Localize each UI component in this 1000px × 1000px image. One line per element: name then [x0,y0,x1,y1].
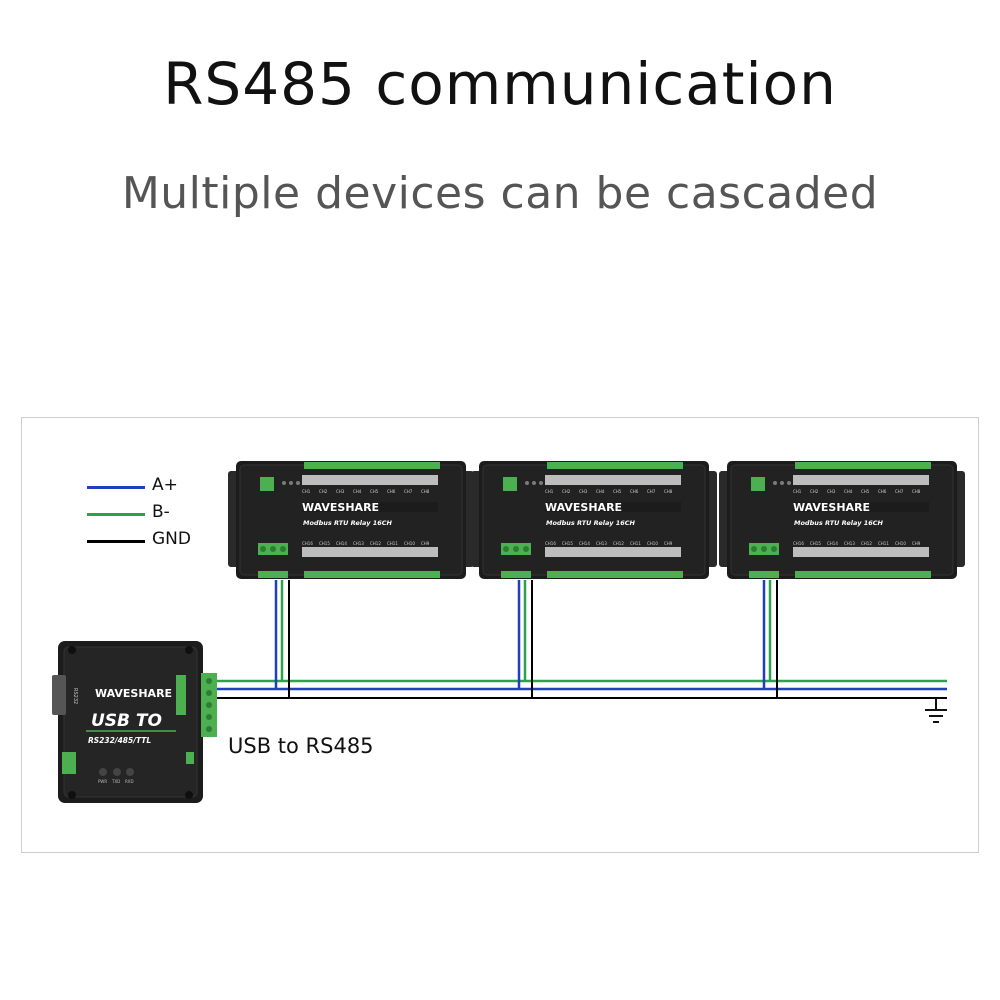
converter-caption: USB to RS485 [228,734,374,758]
legend-line-gnd [87,540,145,543]
usb-converter [52,641,217,803]
relay-2-ch-top-8: CH8 [664,489,673,494]
relay-2-ch-bot-2: CH15 [562,541,573,546]
relay-2-ch-top-6: CH6 [630,489,639,494]
relay-3-ch-top-2: CH2 [810,489,819,494]
relay-3-ch-bot-4: CH13 [844,541,855,546]
legend-line-b [87,513,145,516]
relay-3-ch-top-5: CH5 [861,489,870,494]
relay-1-ch-bot-3: CH14 [336,541,347,546]
converter-led-txd: TXD [111,779,120,784]
relay-1-ch-top-7: CH7 [404,489,413,494]
relay-3-ch-top-6: CH6 [878,489,887,494]
relay-2-ch-bot-3: CH14 [579,541,590,546]
diagram-subtitle: Multiple devices can be cascaded [121,168,879,219]
relay-1-ch-top-1: CH1 [302,489,311,494]
relay-2-ch-top-4: CH4 [596,489,605,494]
relay-2-ch-top-2: CH2 [562,489,571,494]
legend-label-a: A+ [152,475,178,495]
relay-3-ch-bot-1: CH16 [793,541,804,546]
relay-1-ch-top-2: CH2 [319,489,328,494]
relay-2-ch-bot-7: CH10 [647,541,658,546]
converter-subtitle: RS232/485/TTL [88,736,151,745]
relay-2-ch-top-7: CH7 [647,489,656,494]
relay-1-ch-bot-2: CH15 [319,541,330,546]
converter-led-rxd: RXD [125,779,134,784]
relay-1-ch-top-6: CH6 [387,489,396,494]
relay-3-ch-bot-6: CH11 [878,541,889,546]
relay-2-ch-bot-6: CH11 [630,541,641,546]
converter-title: USB TO [91,711,162,731]
relay-3-ch-bot-5: CH12 [861,541,872,546]
converter-led-pwr: PWR [98,779,107,784]
relay-1-ch-top-5: CH5 [370,489,379,494]
relay-2-brand: WAVESHARE [545,501,622,514]
drop-wires [274,580,778,698]
relay-3-brand: WAVESHARE [793,501,870,514]
relay-1-ch-top-8: CH8 [421,489,430,494]
relay-3-ch-bot-2: CH15 [810,541,821,546]
relay-3-ch-top-4: CH4 [844,489,853,494]
relay-1-ch-bot-6: CH11 [387,541,398,546]
relay-1-ch-bot-5: CH12 [370,541,381,546]
relay-3-ch-bot-8: CH9 [912,541,921,546]
relay-3-ch-top-8: CH8 [912,489,921,494]
relay-3-ch-bot-3: CH14 [827,541,838,546]
relay-2-ch-bot-8: CH9 [664,541,673,546]
relay-2-ch-bot-1: CH16 [545,541,556,546]
relay-3-ch-bot-7: CH10 [895,541,906,546]
relay-2-ch-top-5: CH5 [613,489,622,494]
bus-wires [205,679,947,699]
relay-2-model: Modbus RTU Relay 16CH [546,519,636,527]
legend-label-b: B- [152,502,170,522]
relay-3-ch-top-3: CH3 [827,489,836,494]
diagram-title: RS485 communication [163,50,837,118]
relay-3-ch-top-1: CH1 [793,489,802,494]
relay-3-model: Modbus RTU Relay 16CH [794,519,884,527]
relay-3-ch-top-7: CH7 [895,489,904,494]
relay-1-ch-bot-7: CH10 [404,541,415,546]
relay-1-ch-bot-4: CH13 [353,541,364,546]
relay-1-ch-top-3: CH3 [336,489,345,494]
relay-1-ch-bot-8: CH9 [421,541,430,546]
relay-1-ch-bot-1: CH16 [302,541,313,546]
relay-1-ch-top-4: CH4 [353,489,362,494]
legend-label-gnd: GND [152,529,191,549]
relay-2-ch-bot-5: CH12 [613,541,624,546]
relay-2-ch-top-3: CH3 [579,489,588,494]
legend-line-a [87,486,145,489]
converter-side-label: RS232 [72,688,78,704]
relay-1-brand: WAVESHARE [302,501,379,514]
relay-2-ch-bot-4: CH13 [596,541,607,546]
ground-symbol-icon [925,698,947,723]
relay-1-model: Modbus RTU Relay 16CH [303,519,393,527]
converter-brand: WAVESHARE [95,687,172,700]
relay-2-ch-top-1: CH1 [545,489,554,494]
diagram-frame [21,417,979,853]
